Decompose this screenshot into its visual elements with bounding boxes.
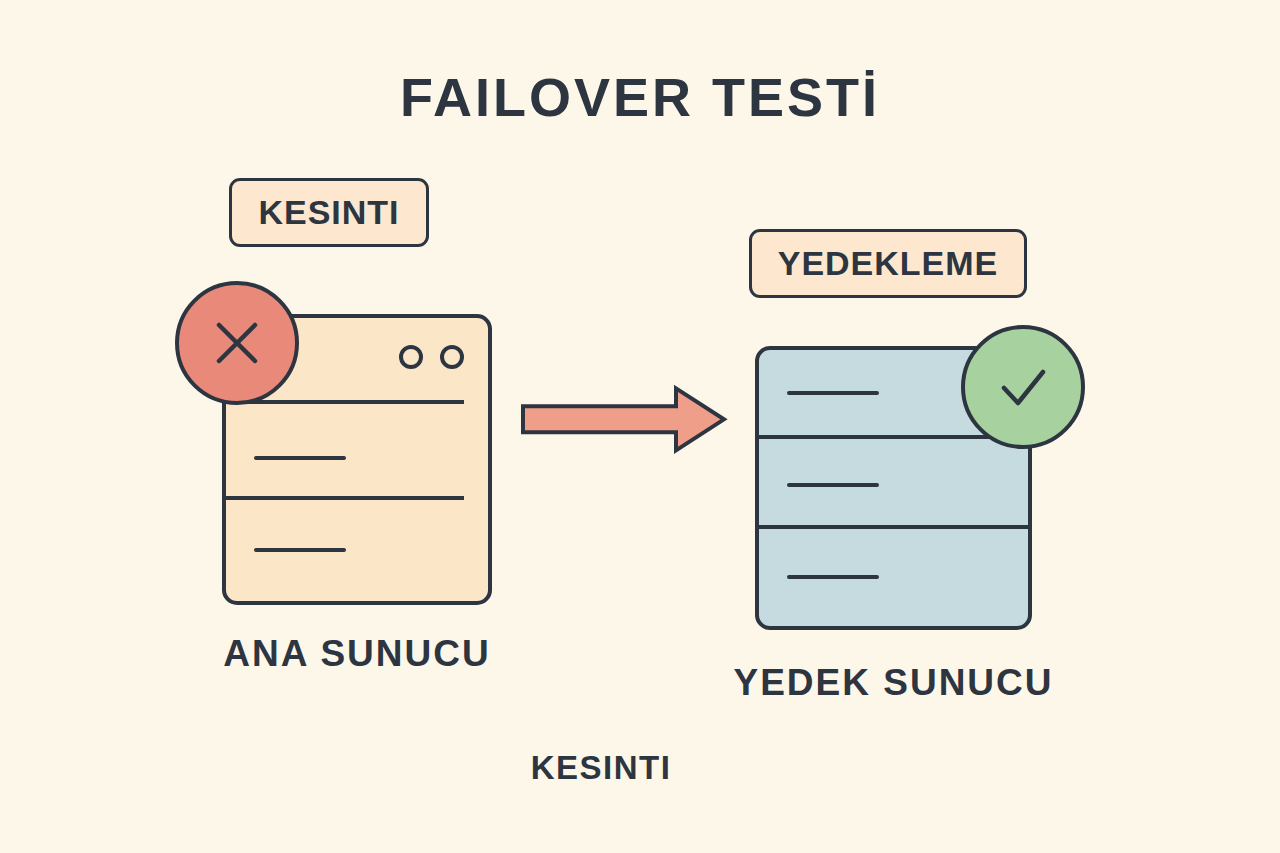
- success-icon: [963, 327, 1083, 447]
- server-label: YEDEK SUNUCU: [733, 662, 1053, 704]
- status-badge: YEDEKLEME: [749, 229, 1028, 298]
- rack-divider: [226, 400, 464, 404]
- rack-slot: [256, 548, 344, 552]
- note-label: KESINTI: [531, 749, 672, 787]
- status-badge: KESINTI: [229, 178, 428, 247]
- rack-slot: [789, 575, 877, 579]
- rack-divider: [759, 525, 1028, 529]
- server-label: ANA SUNUCU: [223, 633, 490, 675]
- status-light: [442, 347, 462, 367]
- badge-text: YEDEKLEME: [778, 244, 999, 283]
- failure-icon: [177, 283, 297, 403]
- status-light: [401, 347, 421, 367]
- failover-arrow: [523, 388, 724, 450]
- server-box: ANA SUNUCU: [224, 316, 490, 603]
- rack-divider: [226, 496, 464, 500]
- rack-slot: [256, 456, 344, 460]
- diagram-title: FAILOVER TESTİ: [0, 66, 1280, 128]
- badge-text: KESINTI: [258, 193, 399, 232]
- server-illustration: [224, 316, 490, 603]
- rack-slot: [789, 483, 877, 487]
- server-box: YEDEK SUNUCU: [757, 348, 1030, 628]
- rack-slot: [789, 391, 877, 395]
- server-illustration: [757, 348, 1030, 628]
